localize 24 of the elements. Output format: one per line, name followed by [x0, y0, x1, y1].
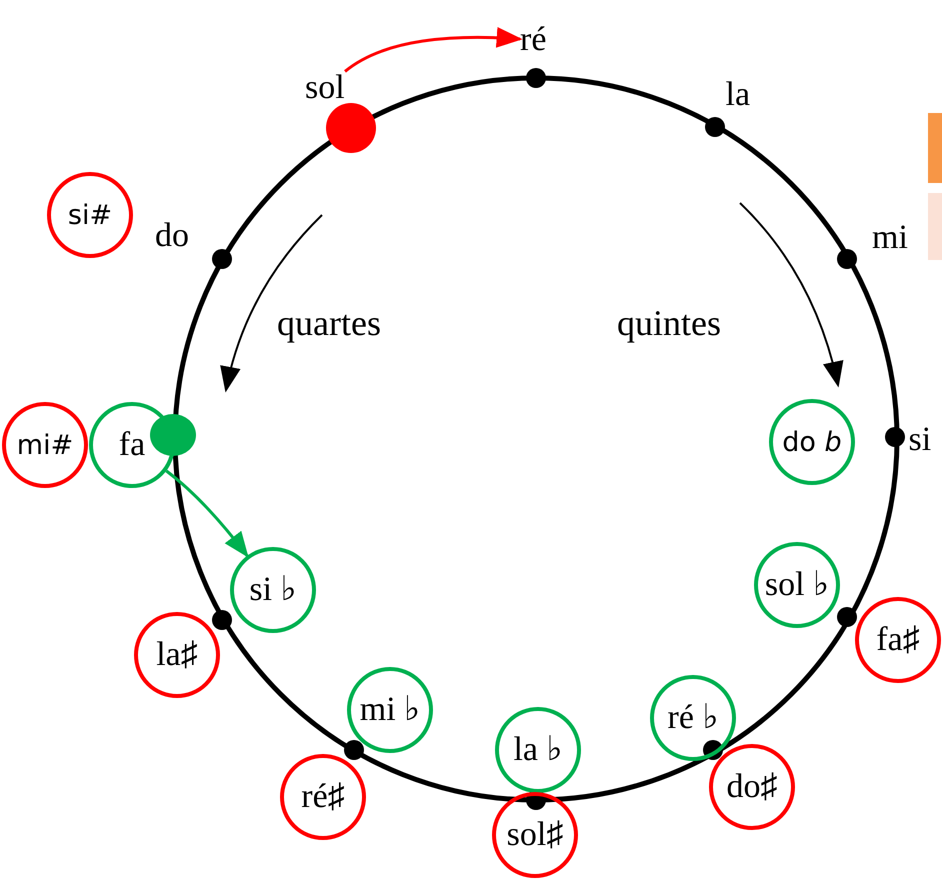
- arrow: [344, 27, 523, 73]
- note-circle: la ♭: [495, 707, 581, 793]
- note-circle: do♯: [709, 744, 795, 830]
- note-circle: sol ♭: [754, 542, 840, 628]
- note-circle: sol♯: [492, 792, 578, 878]
- note-circle: ré ♭: [650, 675, 736, 761]
- note-label: si: [908, 420, 932, 460]
- note-circle: mi ♭: [347, 667, 433, 753]
- note-label: sol: [305, 68, 345, 108]
- note-circle: la♯: [134, 612, 220, 698]
- note-circle: si ♭: [230, 547, 316, 633]
- direction-label: quartes: [277, 305, 381, 341]
- arrow: [165, 470, 249, 558]
- note-circle: mi#: [2, 402, 88, 488]
- note-label: do: [155, 216, 189, 256]
- note-circle: do b: [769, 399, 855, 485]
- note-circle: si#: [47, 172, 133, 258]
- note-label: la: [726, 75, 750, 115]
- note-circle: fa♯: [855, 597, 941, 683]
- note-label: mi: [872, 218, 908, 258]
- direction-label: quintes: [617, 305, 721, 341]
- note-circle: ré♯: [280, 754, 366, 840]
- note-circle: fa: [89, 402, 175, 488]
- note-label: ré: [520, 20, 546, 60]
